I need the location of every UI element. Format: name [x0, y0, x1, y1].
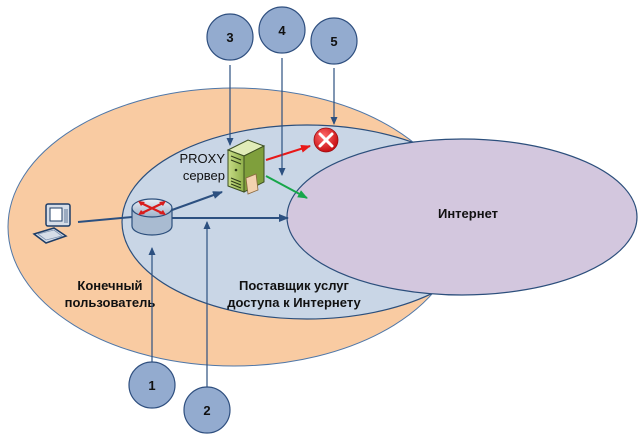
proxy-server-icon	[226, 139, 266, 195]
pc-to-router-link	[77, 216, 133, 223]
blocked-icon	[313, 127, 339, 153]
callout-circle	[206, 13, 254, 61]
end-user-label-line1: Конечный	[77, 278, 142, 293]
callout-number: 3	[226, 30, 233, 45]
isp-label-line1: Поставщик услуг	[239, 278, 349, 293]
callout-4: 4	[258, 6, 306, 54]
router-to-proxy-arrow	[171, 191, 223, 211]
computer-icon	[32, 203, 71, 244]
proxy-label-line2: сервер	[183, 168, 225, 183]
callout-circle	[183, 386, 231, 434]
callout-circle	[310, 17, 358, 65]
router-icon	[131, 198, 173, 236]
callout-2: 2	[183, 386, 231, 434]
callout-1: 1	[128, 361, 176, 409]
isp-label-line2: доступа к Интернету	[227, 295, 361, 310]
internet-label: Интернет	[438, 206, 498, 221]
callout-number: 4	[278, 23, 286, 38]
callout-number: 5	[330, 34, 337, 49]
proxy-label-line1: PROXY	[179, 151, 225, 166]
callout-number: 1	[148, 378, 155, 393]
proxy-blocked-arrow	[265, 144, 311, 161]
callout-circle	[128, 361, 176, 409]
callout-3: 3	[206, 13, 254, 61]
proxy-allowed-arrow	[265, 175, 308, 199]
end-user-label-line2: пользователь	[65, 295, 156, 310]
callout-circle	[258, 6, 306, 54]
callout-5: 5	[310, 17, 358, 65]
callout-number: 2	[203, 403, 210, 418]
